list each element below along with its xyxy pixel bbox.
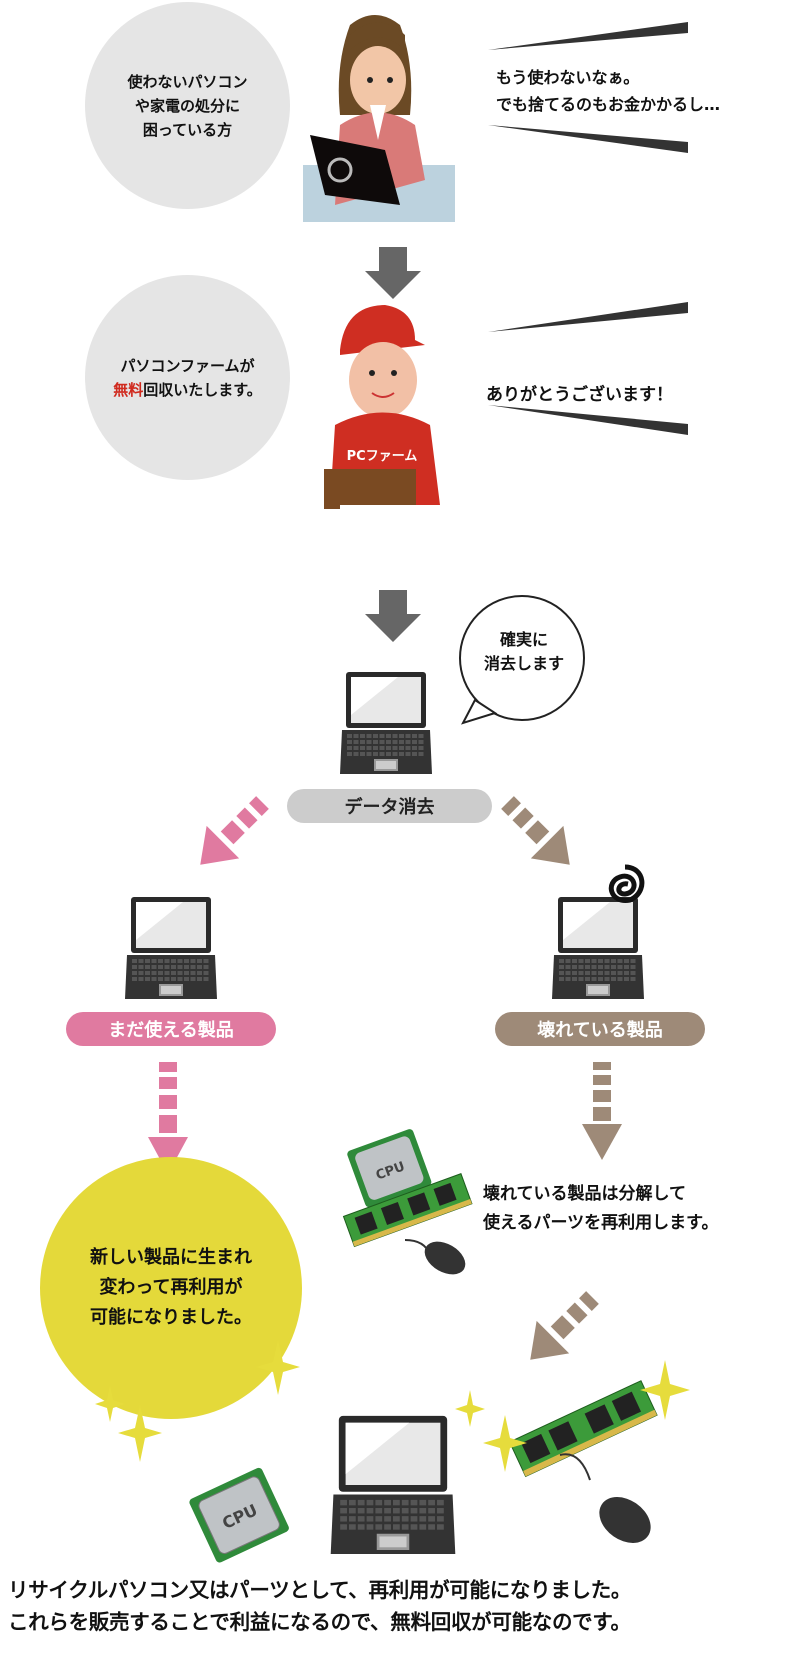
broken-description: 壊れている製品は分解して使えるパーツを再利用します。: [483, 1180, 718, 1238]
footer-line: これらを販売することで利益になるので、無料回収が可能なのです。: [8, 1610, 631, 1634]
speech-lines-2: [488, 302, 688, 435]
usable-product-label: まだ使える製品: [66, 1012, 276, 1046]
circle-text: 困っている方: [142, 120, 233, 139]
woman-speech: もう使わないなぁ。 でも捨てるのもお金かかるし…: [496, 64, 720, 118]
recycled-laptop-icon: [328, 1410, 458, 1560]
arrow-down-brown: [582, 1062, 622, 1160]
target-customer-circle: 使わないパソコンや家電の処分に困っている方: [85, 2, 290, 209]
staff-speech: ありがとうございます！: [486, 385, 673, 405]
footer-text: リサイクルパソコン又はパーツとして、再利用が可能になりました。 これらを販売する…: [8, 1574, 631, 1638]
desc-line: 壊れている製品は分解して: [483, 1184, 686, 1204]
usable-laptop-icon: [123, 895, 219, 1001]
speech-line: もう使わないなぁ。: [496, 68, 640, 87]
speech-line: でも捨てるのもお金かかるし…: [496, 95, 721, 114]
broken-scribble-icon: [608, 864, 645, 903]
bubble-line: 消去します: [483, 654, 564, 673]
sparkle-icon: [95, 1385, 125, 1422]
circle-text: パソコンファームが: [120, 356, 255, 375]
sparkle-icon: [455, 1390, 485, 1427]
pc-parts-illustration: CPU: [342, 1129, 485, 1275]
arrow-down-pink: [148, 1062, 188, 1174]
arrow-down-icon: [365, 247, 421, 299]
woman-with-laptop-illustration: [303, 15, 455, 222]
staff-man-illustration: PCファーム: [324, 305, 440, 535]
free-highlight: 無料: [113, 380, 144, 399]
bubble-text: 確実に消去します: [468, 628, 580, 676]
arrow-down-icon: [365, 590, 421, 642]
ram-module-icon: [508, 1380, 658, 1478]
broken-laptop-icon: [550, 895, 646, 1001]
circle-text: 可能になりました。: [90, 1307, 252, 1328]
laptop-icon: [338, 670, 434, 776]
circle-text: や家電の処分に: [134, 96, 240, 115]
circle-text: 使わないパソコン: [127, 72, 248, 91]
speech-lines-1: [488, 22, 688, 153]
broken-product-label: 壊れている製品: [495, 1012, 705, 1046]
arrow-down-left-pink: [200, 796, 269, 865]
shirt-logo: PCファーム: [347, 449, 418, 464]
circle-text: 変わって再利用が: [99, 1277, 243, 1298]
cpu-icon: CPU: [189, 1467, 289, 1563]
free-collection-circle: パソコンファームが 無料回収いたします。: [85, 275, 290, 480]
desc-line: 使えるパーツを再利用します。: [483, 1213, 719, 1233]
arrow-down-left-brown: [530, 1291, 599, 1360]
arrow-down-right-brown: [501, 796, 570, 865]
circle-text: 回収いたします。: [143, 380, 262, 399]
speech-bubble: [459, 595, 585, 725]
circle-text: 新しい製品に生まれ: [90, 1247, 252, 1268]
data-erase-label: データ消去: [287, 789, 492, 823]
mouse-icon: [559, 1453, 651, 1543]
sparkle-icon: [640, 1360, 690, 1420]
sparkle-icon: [256, 1340, 300, 1395]
sparkle-icon: [118, 1405, 162, 1462]
sparkle-icon: [483, 1415, 527, 1472]
bubble-line: 確実に: [499, 630, 548, 649]
footer-line: リサイクルパソコン又はパーツとして、再利用が可能になりました。: [8, 1578, 632, 1602]
reuse-circle: 新しい製品に生まれ変わって再利用が可能になりました。: [40, 1157, 302, 1419]
